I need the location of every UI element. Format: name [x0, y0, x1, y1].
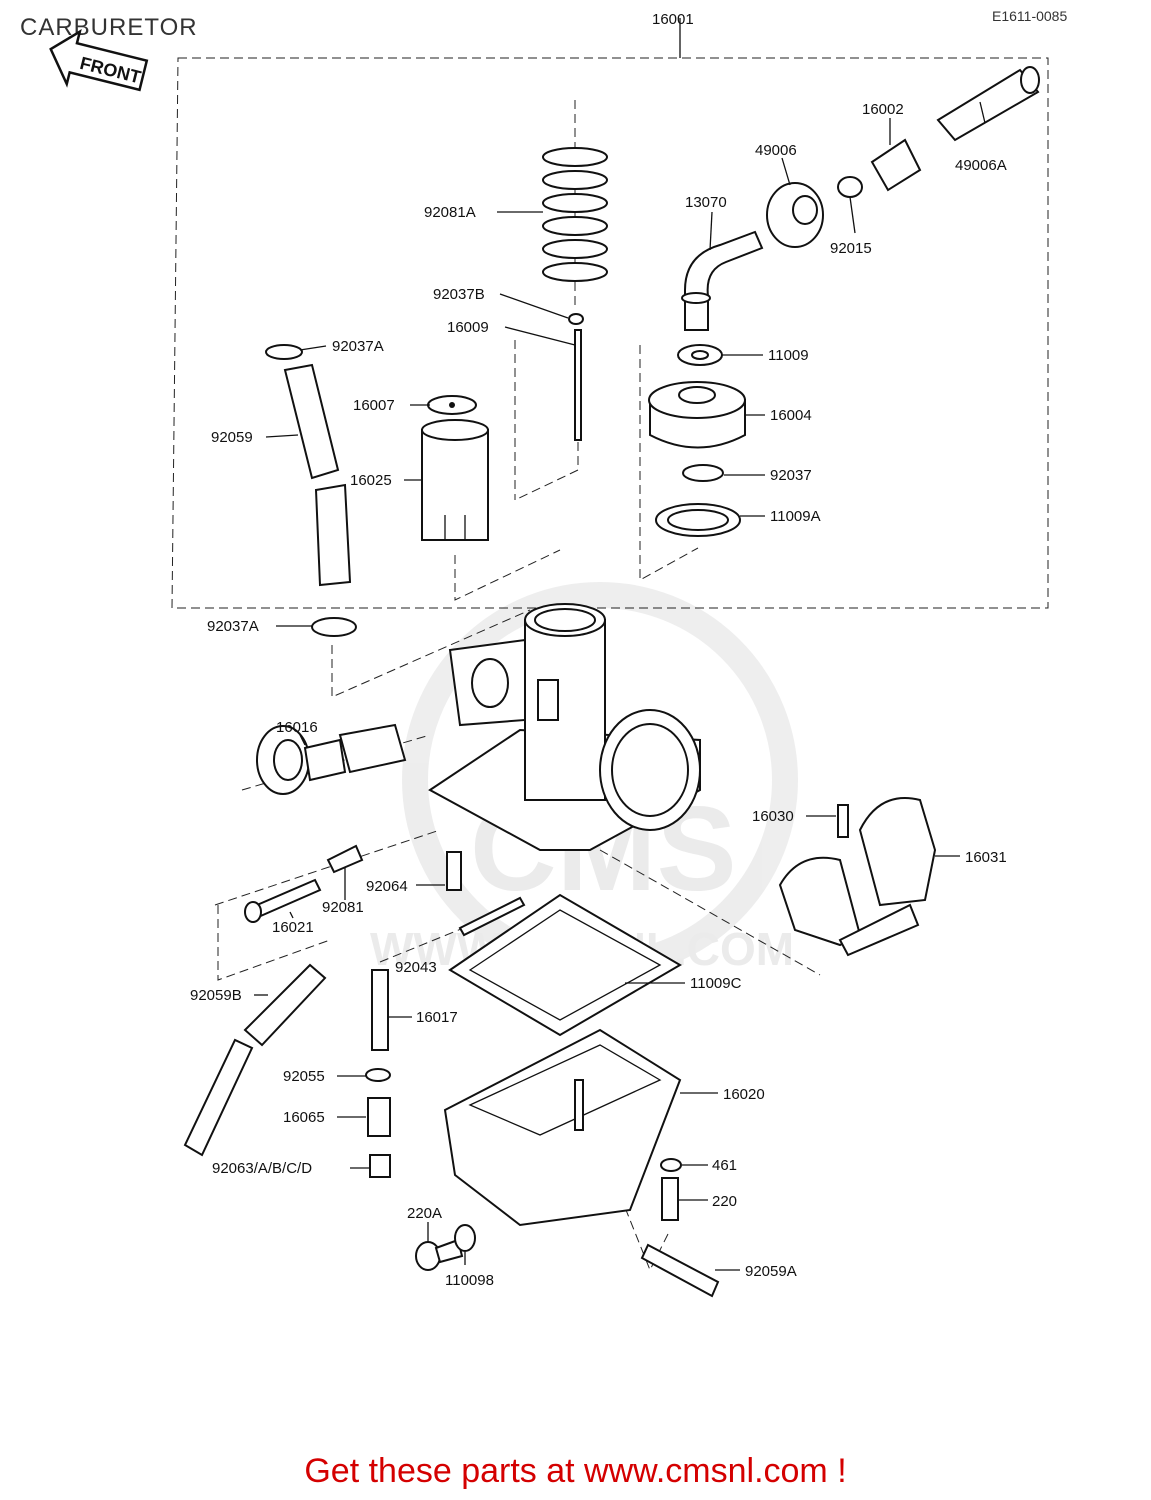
- shop-banner: Get these parts at www.cmsnl.com !: [304, 1452, 847, 1490]
- part-washer-92055: [365, 1068, 391, 1082]
- part-washer-461: [660, 1158, 682, 1172]
- part-gasket-11009A: [655, 503, 741, 537]
- callout-92037: 92037: [770, 467, 812, 484]
- callout-92043: 92043: [395, 959, 437, 976]
- part-float-gasket-11009C: [448, 893, 682, 1037]
- part-washer-11009: [677, 344, 723, 366]
- callout-92055: 92055: [283, 1068, 325, 1085]
- callout-220A: 220A: [407, 1205, 442, 1222]
- callout-13070: 13070: [685, 194, 727, 211]
- part-float-16031: [778, 797, 937, 957]
- part-top-cap-16004: [648, 381, 746, 449]
- callout-92037A-top: 92037A: [332, 338, 384, 355]
- callout-16021: 16021: [272, 919, 314, 936]
- callout-92015: 92015: [830, 240, 872, 257]
- callout-16004: 16004: [770, 407, 812, 424]
- callout-92059: 92059: [211, 429, 253, 446]
- callout-11009: 11009: [768, 347, 809, 364]
- callout-92059A: 92059A: [745, 1263, 797, 1280]
- part-cap-49006: [766, 182, 824, 248]
- part-spring-92081A: [542, 147, 608, 282]
- callout-11009A: 11009A: [770, 508, 821, 525]
- part-screw-220: [661, 1177, 679, 1221]
- callout-92064: 92064: [366, 878, 408, 895]
- part-float-bowl-16020: [443, 1028, 682, 1227]
- callout-16007: 16007: [353, 397, 395, 414]
- callout-11009B: 110098: [445, 1272, 494, 1289]
- part-holder-16065: [367, 1097, 391, 1137]
- callout-92037A-bottom: 92037A: [207, 618, 259, 635]
- part-spring-92081: [326, 844, 364, 874]
- callout-92081: 92081: [322, 899, 364, 916]
- diagram-code: E1611-0085: [992, 8, 1068, 24]
- part-clamp-92037A-bottom: [311, 617, 357, 637]
- part-boot-49006A: [936, 66, 1040, 142]
- assembly-frame: [171, 18, 1049, 609]
- callout-92063: 92063/A/B/C/D: [212, 1160, 312, 1177]
- part-clamp-92037A-top: [265, 344, 303, 360]
- part-screw-16021: [244, 878, 322, 923]
- front-arrow-icon: FRONT: [49, 29, 149, 92]
- part-circlip-92037: [682, 464, 724, 482]
- part-plate-16007: [427, 395, 477, 415]
- part-hose-92059: [283, 363, 352, 587]
- part-needle-16009: [574, 329, 582, 441]
- page-title: CARBURETOR: [20, 14, 198, 41]
- part-carburetor-body: [428, 603, 701, 851]
- callout-49006: 49006: [755, 142, 797, 159]
- callout-461: 461: [712, 1157, 737, 1174]
- guide-lines: [214, 100, 821, 1272]
- callout-92081A: 92081A: [424, 204, 476, 221]
- callout-16016: 16016: [276, 719, 318, 736]
- part-clip-92037B: [568, 313, 584, 325]
- callout-16030: 16030: [752, 808, 794, 825]
- callout-92059B: 92059B: [190, 987, 242, 1004]
- callout-220: 220: [712, 1193, 737, 1210]
- part-washer-11009B: [454, 1224, 476, 1252]
- callout-16031: 16031: [965, 849, 1007, 866]
- part-screw-220A: [415, 1238, 464, 1271]
- part-throttle-valve-16025: [421, 419, 489, 541]
- part-drain-hose-92059B: [183, 963, 327, 1157]
- callout-16020: 16020: [723, 1086, 765, 1103]
- callout-16065: 16065: [283, 1109, 325, 1126]
- part-elbow-13070: [681, 230, 764, 331]
- callout-11009C: 11009C: [690, 975, 742, 992]
- callout-16017: 16017: [416, 1009, 458, 1026]
- part-adjuster-16002: [870, 138, 922, 192]
- part-pin-92043: [458, 896, 526, 937]
- part-air-screw-16016: [256, 723, 407, 795]
- part-main-jet-92063: [369, 1154, 391, 1178]
- callout-labels: 16001 16002 49006 49006A 13070 92015 920…: [190, 11, 1007, 1289]
- part-float-needle-16030: [837, 804, 849, 838]
- callout-49006A: 49006A: [955, 157, 1007, 174]
- callout-92037B: 92037B: [433, 286, 485, 303]
- part-needle-jet-16017: [371, 969, 389, 1051]
- callout-16025: 16025: [350, 472, 392, 489]
- leader-lines: [254, 101, 986, 1271]
- part-nut-92015: [837, 176, 863, 198]
- part-vent-hose-92059A: [640, 1243, 720, 1298]
- callout-16001: 16001: [652, 11, 694, 28]
- callout-16002: 16002: [862, 101, 904, 118]
- callout-16009: 16009: [447, 319, 489, 336]
- part-jet-92064: [446, 851, 462, 891]
